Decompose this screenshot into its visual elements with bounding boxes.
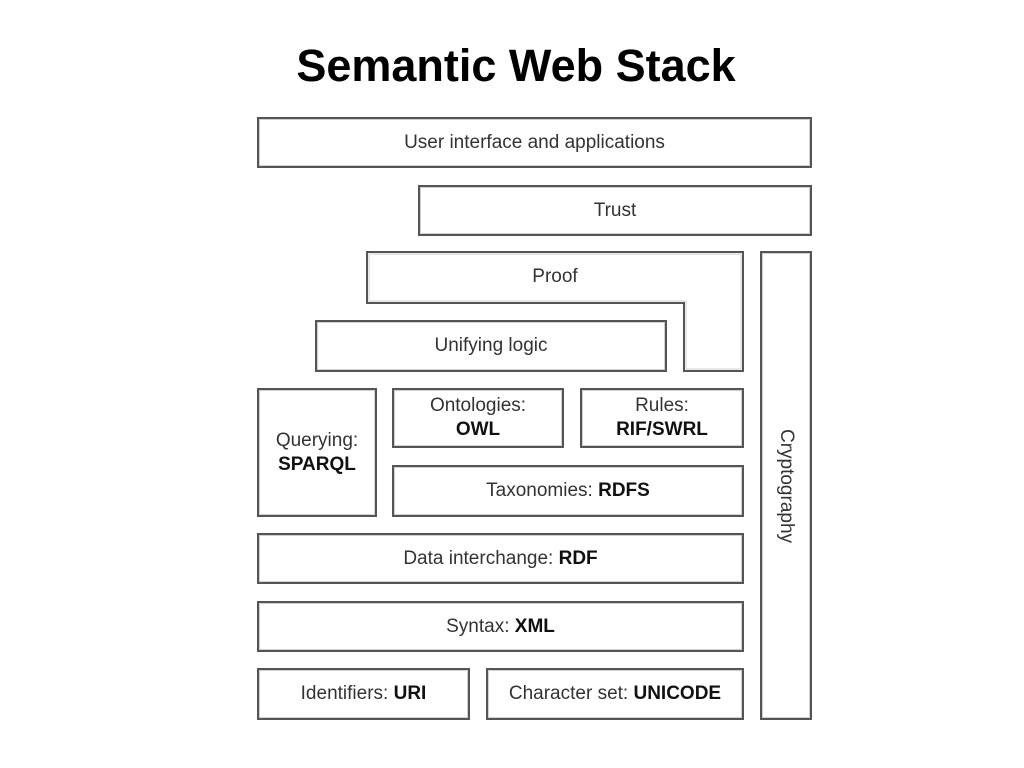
layer-ontologies-value: OWL — [455, 419, 501, 440]
layer-rules-value: RIF/SWRL — [616, 419, 708, 440]
layer-querying-label: Querying: — [275, 429, 359, 451]
layer-unifying-logic: Unifying logic — [315, 320, 667, 372]
layer-unifying-logic-label: Unifying logic — [434, 335, 548, 356]
layer-taxonomies-value: RDFS — [598, 480, 650, 501]
layer-syntax: Syntax: XML — [257, 601, 744, 652]
layer-data-interchange-label: Data interchange: — [403, 547, 559, 569]
layer-trust: Trust — [418, 185, 812, 236]
layer-rules: Rules: RIF/SWRL — [580, 388, 744, 448]
layer-cryptography-label: Cryptography — [776, 428, 797, 543]
layer-querying: Querying: SPARQL — [257, 388, 377, 517]
layer-syntax-label: Syntax: — [446, 615, 515, 637]
layer-identifiers-value: URI — [393, 683, 427, 704]
layer-character-set-value: UNICODE — [633, 683, 722, 704]
layer-user-interface: User interface and applications — [257, 117, 812, 168]
layer-character-set-label: Character set: — [508, 683, 634, 704]
layer-identifiers-label: Identifiers: — [300, 683, 394, 704]
layer-taxonomies-label: Taxonomies: — [486, 480, 599, 501]
layer-ontologies: Ontologies: OWL — [392, 388, 564, 448]
layer-ontologies-label: Ontologies: — [429, 395, 527, 416]
page-title: Semantic Web Stack — [296, 40, 736, 91]
layer-querying-value: SPARQL — [278, 453, 356, 475]
layer-cryptography: Cryptography — [760, 251, 812, 720]
layer-data-interchange-value: RDF — [558, 547, 598, 569]
layer-data-interchange: Data interchange: RDF — [257, 533, 744, 584]
layer-syntax-value: XML — [514, 615, 555, 637]
layer-user-interface-label: User interface and applications — [404, 131, 665, 153]
layer-rules-label: Rules: — [635, 395, 689, 416]
layer-proof-shape — [366, 251, 744, 372]
layer-proof-label: Proof — [532, 266, 578, 287]
layer-character-set: Character set: UNICODE — [486, 668, 744, 720]
layer-identifiers: Identifiers: URI — [257, 668, 470, 720]
layer-proof: Proof — [366, 251, 744, 303]
layer-taxonomies: Taxonomies: RDFS — [392, 465, 744, 517]
layer-trust-label: Trust — [593, 199, 637, 221]
